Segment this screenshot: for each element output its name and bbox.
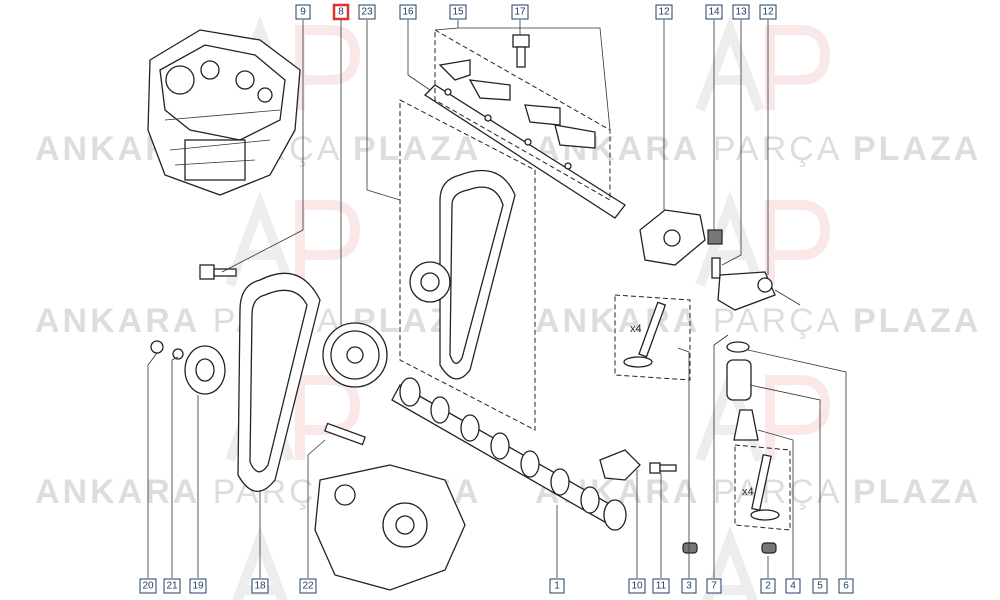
- rocker-arm-12-upper: [639, 209, 706, 266]
- svg-text:5: 5: [817, 581, 823, 592]
- svg-text:2: 2: [765, 581, 771, 592]
- svg-text:13: 13: [735, 7, 747, 18]
- callout-16: 16: [399, 4, 417, 20]
- callout-12-a: 12: [655, 4, 673, 20]
- callout-20: 20: [139, 578, 157, 594]
- callout-19: 19: [189, 578, 207, 594]
- quantity-label-upper: x4: [630, 323, 642, 335]
- svg-text:18: 18: [254, 581, 266, 592]
- callout-5: 5: [812, 578, 828, 594]
- callout-11: 11: [652, 578, 670, 594]
- svg-text:21: 21: [166, 581, 178, 592]
- callout-9: 9: [295, 4, 311, 20]
- callout-22: 22: [299, 578, 317, 594]
- tensioner-pulley-19: [150, 340, 226, 395]
- callout-7: 7: [706, 578, 722, 594]
- svg-text:14: 14: [708, 7, 720, 18]
- quantity-label-lower: x4: [742, 486, 754, 498]
- valve-spring-group-right: [726, 341, 759, 441]
- svg-text:3: 3: [686, 581, 692, 592]
- callout-3: 3: [681, 578, 697, 594]
- rocker-arm-12-right: [707, 229, 801, 311]
- valve-group-upper: x4: [614, 294, 691, 381]
- svg-text:6: 6: [843, 581, 849, 592]
- callout-8: 8: [332, 3, 350, 21]
- callout-10: 10: [628, 578, 646, 594]
- camshaft-sprocket-8: [322, 322, 388, 388]
- timing-belt-23-kit: [399, 99, 536, 431]
- callout-17: 17: [511, 4, 529, 20]
- callout-12-b: 12: [759, 4, 777, 20]
- engine-block-illustration: [147, 29, 301, 196]
- svg-text:4: 4: [790, 581, 796, 592]
- svg-text:11: 11: [656, 581, 667, 592]
- rocker-shaft-assembly: [423, 29, 626, 219]
- svg-text:23: 23: [361, 7, 373, 18]
- svg-text:19: 19: [192, 581, 204, 592]
- camshaft-1: [391, 377, 627, 531]
- svg-text:17: 17: [514, 7, 526, 18]
- clamp-10-and-bolt-11: [599, 449, 677, 481]
- svg-text:8: 8: [338, 7, 344, 18]
- leader-lines: [147, 20, 847, 578]
- small-parts-3-2: [682, 542, 777, 554]
- callout-13: 13: [732, 4, 750, 20]
- callout-2: 2: [760, 578, 776, 594]
- callout-18: 18: [251, 578, 269, 594]
- stud-22-illustration: [324, 422, 366, 446]
- callout-1: 1: [549, 578, 565, 594]
- callout-14: 14: [705, 4, 723, 20]
- svg-text:16: 16: [402, 7, 414, 18]
- svg-text:10: 10: [631, 581, 643, 592]
- valve-group-lower: x4: [734, 444, 791, 531]
- timing-belt-18: [237, 272, 321, 492]
- bolt-9-illustration: [199, 264, 237, 280]
- callout-15: 15: [449, 4, 467, 20]
- svg-text:22: 22: [302, 581, 314, 592]
- svg-text:ANKARA PARÇA PLAZA: ANKARA PARÇA PLAZA: [535, 130, 981, 168]
- callout-23: 23: [358, 4, 376, 20]
- svg-text:12: 12: [658, 7, 670, 18]
- svg-text:9: 9: [300, 7, 306, 18]
- svg-text:12: 12: [762, 7, 774, 18]
- svg-text:15: 15: [452, 7, 464, 18]
- bolt-17-illustration: [512, 34, 530, 68]
- watermark-word-plaza: PLAZA: [353, 130, 481, 168]
- water-pump-illustration: [314, 464, 466, 591]
- svg-text:7: 7: [711, 581, 717, 592]
- callout-4: 4: [785, 578, 801, 594]
- svg-text:1: 1: [554, 581, 560, 592]
- svg-text:20: 20: [142, 581, 154, 592]
- callout-21: 21: [163, 578, 181, 594]
- svg-text:ANKARA PARÇA PLAZA: ANKARA PARÇA PLAZA: [535, 302, 981, 340]
- callout-6: 6: [838, 578, 854, 594]
